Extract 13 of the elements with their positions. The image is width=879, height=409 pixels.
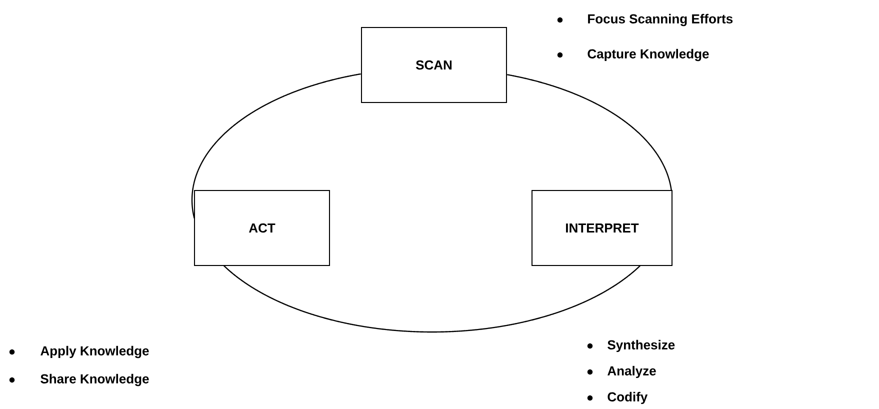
process-box: SCAN <box>361 27 507 103</box>
ellipse-arc <box>507 74 672 190</box>
ellipse-arc <box>223 265 641 333</box>
bullet-text: Share Knowledge <box>40 374 149 386</box>
bullet-text: Focus Scanning Efforts <box>588 14 733 26</box>
bullet-text: Apply Knowledge <box>40 346 149 358</box>
process-box: ACT <box>194 190 330 266</box>
bullet-text: Codify <box>608 392 648 404</box>
process-box: INTERPRET <box>532 190 672 266</box>
bullet-text: Analyze <box>608 366 656 378</box>
ellipse-arc <box>191 73 361 218</box>
bullet-text: Capture Knowledge <box>588 48 709 62</box>
bullet-text: Synthesize <box>608 340 675 352</box>
